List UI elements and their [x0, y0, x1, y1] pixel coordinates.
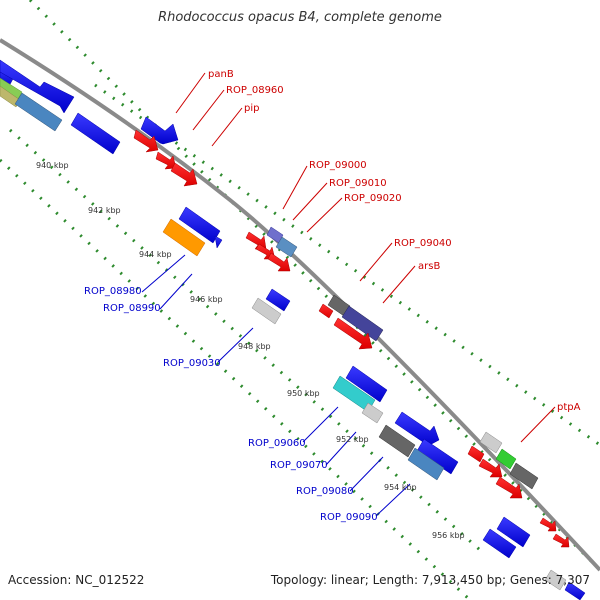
gene-red-7[interactable] [467, 445, 485, 463]
outer-track-upper [28, 0, 600, 572]
gene-red-8[interactable] [478, 458, 503, 478]
gene-top-left-blue-3[interactable] [70, 112, 121, 155]
leader-line [192, 89, 225, 131]
leader-line [282, 165, 308, 210]
genome-backbone [0, 38, 600, 572]
gene-label-arsB[interactable]: arsB [418, 261, 440, 272]
gene-red-11[interactable] [552, 533, 570, 548]
gene-label-ROP_08960[interactable]: ROP_08960 [226, 85, 284, 96]
outer-track-lower [0, 158, 472, 600]
gene-label-ROP_09060[interactable]: ROP_09060 [248, 438, 306, 449]
gene-ptpA[interactable] [509, 462, 539, 490]
gene-blue-mid-2[interactable] [345, 365, 388, 403]
gene-blue-bottom-1[interactable] [496, 516, 531, 548]
gene-red-6[interactable] [333, 317, 373, 350]
gene-label-ROP_09020[interactable]: ROP_09020 [344, 193, 402, 204]
leader-line [175, 72, 206, 114]
tick-label: 956 kbp [432, 531, 465, 540]
tick-label: 946 kbp [190, 295, 223, 304]
gene-label-ROP_09010[interactable]: ROP_09010 [329, 178, 387, 189]
leader-line [325, 431, 357, 466]
gene-red-2[interactable] [155, 151, 177, 170]
leader-line [217, 327, 254, 363]
reverse-gene-labels: ROP_08980 ROP_08990 ROP_09030 ROP_09060 … [84, 286, 378, 523]
leader-line [159, 273, 193, 310]
leader-line [141, 254, 186, 293]
forward-genes [133, 116, 570, 548]
leader-line [349, 456, 384, 492]
gene-blue-bottom-3[interactable] [564, 581, 586, 600]
gene-grey-1[interactable] [479, 431, 503, 454]
gene-ROP_08990[interactable] [162, 218, 206, 257]
tick-label: 944 kbp [139, 250, 172, 259]
gene-label-ROP_09030[interactable]: ROP_09030 [163, 358, 221, 369]
gene-label-ROP_09000[interactable]: ROP_09000 [309, 160, 367, 171]
leader-line [375, 483, 411, 517]
gene-ROP_09080[interactable] [378, 424, 416, 458]
gene-green-1[interactable] [495, 448, 517, 470]
gene-blue-mid-4[interactable] [416, 438, 459, 475]
tick-label: 942 kbp [88, 206, 121, 215]
leader-line [520, 406, 556, 443]
gene-red-9[interactable] [495, 476, 523, 499]
gene-label-ROP_09070[interactable]: ROP_09070 [270, 460, 328, 471]
tick-label: 950 kbp [287, 389, 320, 398]
gene-blue-mid-3[interactable] [394, 411, 440, 448]
gene-label-ptpA[interactable]: ptpA [557, 402, 581, 413]
genome-summary-text: Topology: linear; Length: 7,913,450 bp; … [270, 573, 590, 587]
gene-ROP_08980[interactable] [178, 206, 221, 244]
tick-label: 948 kbp [238, 342, 271, 351]
gene-label-ROP_09090[interactable]: ROP_09090 [320, 512, 378, 523]
gene-red-10[interactable] [539, 517, 557, 532]
gene-ROP_09070[interactable] [361, 402, 384, 424]
gene-red-5[interactable] [318, 303, 334, 319]
gene-arsB[interactable] [341, 305, 384, 342]
leader-line [302, 406, 339, 443]
gene-label-ROP_08990[interactable]: ROP_08990 [103, 303, 161, 314]
gene-label-panB[interactable]: panB [208, 69, 234, 80]
leader-line [292, 182, 328, 221]
coordinate-ticks: 940 kbp 942 kbp 944 kbp 946 kbp 948 kbp … [36, 161, 465, 540]
leader-line [306, 197, 343, 233]
gene-label-ROP_08980[interactable]: ROP_08980 [84, 286, 142, 297]
gene-label-ROP_09040[interactable]: ROP_09040 [394, 238, 452, 249]
gene-top-left-steel[interactable] [14, 92, 63, 132]
gene-pip[interactable] [170, 162, 198, 187]
map-title: Rhodococcus opacus B4, complete genome [158, 10, 442, 25]
tick-label: 954 kbp [384, 483, 417, 492]
leader-line [382, 265, 416, 304]
gene-grey-bottom[interactable] [544, 569, 567, 591]
tick-label: 952 kbp [336, 435, 369, 444]
gene-ROP_09020[interactable] [267, 252, 291, 272]
gene-top-left-blue-2[interactable] [0, 59, 75, 114]
accession-text: Accession: NC_012522 [8, 573, 145, 587]
reverse-genes [0, 59, 586, 600]
gene-small-blue-1[interactable] [214, 235, 223, 249]
leader-line [211, 107, 243, 147]
gene-blue-mid-1[interactable] [265, 288, 291, 312]
forward-gene-labels: panB ROP_08960 pip ROP_09000 ROP_09010 R… [208, 69, 581, 413]
gene-top-left-khaki[interactable] [0, 85, 21, 108]
gene-ROP_09010[interactable] [275, 236, 298, 258]
gene-blue-bottom-2[interactable] [482, 528, 517, 559]
gene-panB[interactable] [140, 116, 179, 145]
leader-line [359, 242, 393, 282]
gene-ROP_09090[interactable] [407, 447, 445, 481]
label-leader-lines [141, 72, 556, 517]
gene-label-ROP_09080[interactable]: ROP_09080 [296, 486, 354, 497]
gene-ROP_08960[interactable] [133, 129, 159, 153]
gene-ROP_09030[interactable] [251, 297, 282, 325]
tick-label: 940 kbp [36, 161, 69, 170]
gene-label-pip[interactable]: pip [244, 103, 259, 114]
